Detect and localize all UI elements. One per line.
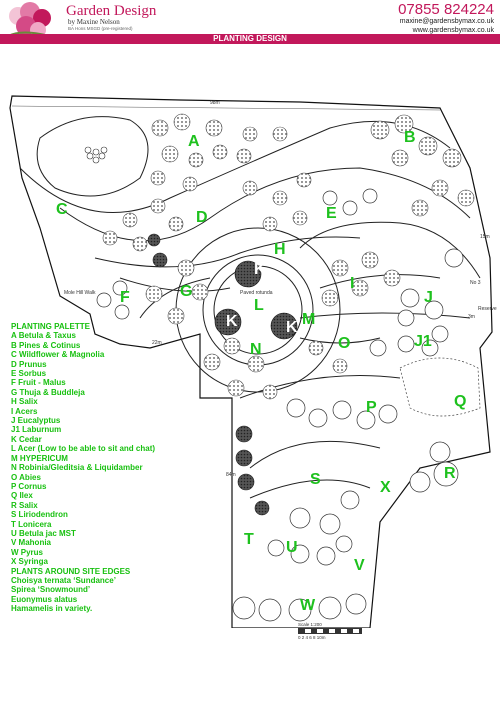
- contact-block: maxine@gardensbymax.co.uk www.gardensbym…: [400, 17, 494, 35]
- site-plan: Paved rotunda: [9, 95, 497, 628]
- dimension-left-lower: 22m: [152, 340, 162, 346]
- zone-label-k2: K: [226, 313, 238, 330]
- zone-labels: A B C D E F G H I J J1 K K K L M N O P Q…: [56, 129, 466, 614]
- palette-item: M HYPERICUM: [11, 453, 68, 463]
- brand-name: Garden Design: [66, 3, 157, 19]
- logo-flower-icon: [7, 2, 57, 39]
- zone-label-q: Q: [454, 393, 466, 410]
- wildflower-oval: [36, 116, 149, 197]
- section-title: PLANTING DESIGN: [213, 34, 287, 43]
- zone-label-b: B: [404, 129, 416, 146]
- palette-item: J1 Laburnum: [11, 425, 62, 435]
- zone-label-p: P: [366, 399, 377, 416]
- zone-label-o: O: [338, 335, 350, 352]
- zone-label-s: S: [310, 471, 321, 488]
- right-edge-dim: 3m: [468, 314, 475, 320]
- edges-title: PLANTS AROUND SITE EDGES: [11, 566, 131, 576]
- planting-palette: PLANTING PALETTE A Betula & Taxus B Pine…: [11, 322, 241, 614]
- phone-number: 07855 824224: [398, 1, 494, 18]
- zone-label-r: R: [444, 465, 456, 482]
- palette-item: I Acers: [11, 406, 38, 416]
- rotunda-label: Paved rotunda: [240, 290, 273, 296]
- zone-label-e: E: [326, 205, 337, 222]
- palette-item: F Fruit - Malus: [11, 378, 66, 388]
- palette-item: O Abies: [11, 472, 41, 482]
- header: Garden Design by Maxine Nelson BA Hons M…: [0, 0, 500, 45]
- palette-title: PLANTING PALETTE: [11, 322, 90, 331]
- left-note: Mole Hill Walk: [64, 290, 96, 296]
- palette-item: B Pines & Cotinus: [11, 340, 81, 350]
- zone-label-j1: J1: [414, 333, 432, 350]
- zone-label-m: M: [302, 311, 315, 328]
- zone-label-d: D: [196, 209, 208, 226]
- zone-label-i: I: [350, 275, 354, 292]
- zone-label-g: G: [180, 283, 192, 300]
- zone-label-w: W: [300, 597, 316, 614]
- dimension-mid-lower: 84m: [226, 472, 236, 478]
- zone-label-f: F: [120, 289, 130, 306]
- palette-item: A Betula & Taxus: [11, 331, 76, 341]
- zone-label-u: U: [286, 539, 298, 556]
- palette-item: W Pyrus: [11, 547, 44, 557]
- palette-item: R Salix: [11, 500, 38, 510]
- edge-plant: Hamamelis in variety.: [11, 604, 93, 614]
- palette-item: H Salix: [11, 397, 38, 407]
- scale-label: Scale 1:200: [298, 622, 322, 627]
- dimension-right: 15m: [480, 234, 490, 240]
- palette-item: K Cedar: [11, 434, 42, 444]
- palette-item: P Cornus: [11, 481, 47, 491]
- right-note-2: Reserve: [478, 306, 497, 312]
- dimension-top: 98m: [210, 100, 220, 106]
- edge-plant: Choisya ternata ‘Sundance’: [11, 575, 116, 585]
- zone-label-k3: K: [286, 319, 298, 336]
- zone-label-x: X: [380, 479, 391, 496]
- zone-label-k1: K: [254, 261, 266, 278]
- palette-item: U Betula jac MST: [11, 528, 76, 538]
- zone-label-n: N: [250, 341, 262, 358]
- scale-ticks: 0 2 4 6 8 10m: [298, 635, 326, 640]
- zone-label-a: A: [188, 133, 200, 150]
- palette-item: C Wildflower & Magnolia: [11, 350, 105, 360]
- palette-item: V Mahonia: [11, 538, 52, 548]
- title-bar: [0, 34, 500, 44]
- zone-label-v: V: [354, 557, 365, 574]
- site-boundary: [9, 95, 493, 628]
- palette-item: L Acer (Low to be able to sit and chat): [11, 444, 156, 454]
- scale-legend: Scale 1:200 0 2 4 6 8 10m: [298, 622, 362, 640]
- palette-item: T Lonicera: [11, 519, 52, 529]
- edge-plant: Euonymus alatus: [11, 594, 78, 604]
- scale-bar-graphic: [298, 628, 362, 634]
- palette-item: E Sorbus: [11, 369, 47, 379]
- right-note: No 3: [470, 280, 481, 286]
- palette-item: X Syringa: [11, 557, 48, 567]
- email-link[interactable]: maxine@gardensbymax.co.uk: [399, 18, 494, 25]
- zone-label-t: T: [244, 531, 254, 548]
- palette-item: S Liriodendron: [11, 510, 68, 520]
- website-link[interactable]: www.gardensbymax.co.uk: [412, 27, 494, 34]
- palette-item: N Robinia/Gleditsia & Liquidamber: [11, 463, 143, 473]
- zone-label-h: H: [274, 241, 286, 258]
- zone-label-j: J: [424, 289, 433, 306]
- palette-item: Q Ilex: [11, 491, 33, 501]
- edge-plant: Spirea ‘Snowmound’: [11, 585, 91, 595]
- brand-byline: by Maxine Nelson: [68, 18, 120, 26]
- brand-tagline: BA Hons MSGD (pre-registered): [68, 26, 133, 31]
- palette-item: J Eucalyptus: [11, 416, 61, 426]
- tree-canopies: [102, 113, 475, 400]
- palette-item: G Thuja & Buddleja: [11, 387, 85, 397]
- zone-label-l: L: [254, 297, 264, 314]
- zone-label-c: C: [56, 201, 68, 218]
- palette-item: D Prunus: [11, 359, 47, 369]
